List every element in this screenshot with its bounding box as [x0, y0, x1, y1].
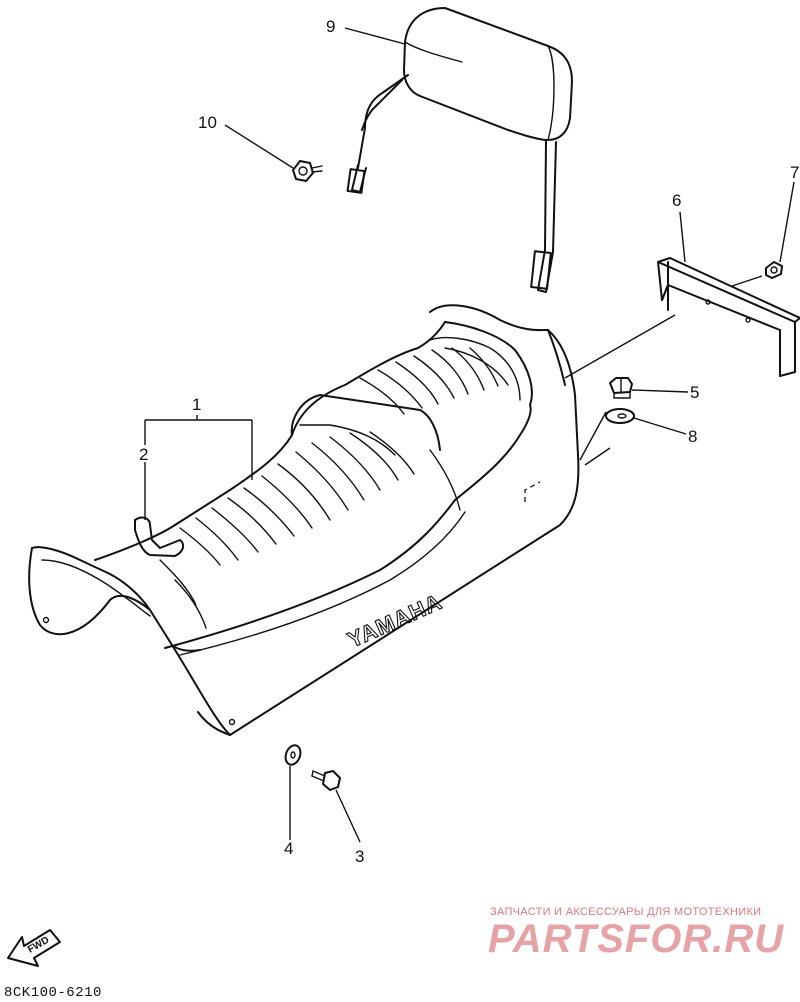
callout-6: 6 — [672, 191, 681, 210]
screw-part-7 — [765, 261, 783, 279]
seat-part-1 — [28, 304, 580, 736]
washer-part-4 — [284, 744, 302, 766]
backrest-part-9 — [346, 7, 573, 293]
callout-1: 1 — [192, 395, 201, 414]
screw-part-3 — [311, 770, 341, 791]
callout-3: 3 — [355, 847, 364, 866]
seat-brand-label: YAMAHA — [344, 589, 446, 653]
callout-4: 4 — [284, 839, 293, 858]
callout-2: 2 — [139, 445, 148, 464]
callout-8: 8 — [688, 427, 697, 446]
washer-part-8 — [605, 408, 635, 424]
callout-labels: 1 2 3 4 5 6 7 8 9 10 — [139, 17, 799, 866]
fwd-arrow: FWD — [7, 929, 61, 967]
callout-9: 9 — [326, 17, 335, 36]
watermark-brand: PARTSFOR.RU — [488, 917, 785, 961]
callout-10: 10 — [198, 113, 217, 132]
reference-code: 8CK100-6210 — [4, 985, 102, 1001]
callout-5: 5 — [690, 383, 699, 402]
bracket-part-6 — [657, 257, 800, 377]
bolt-part-10 — [292, 160, 323, 182]
watermark-caption: ЗАПЧАСТИ И АКСЕССУАРЫ ДЛЯ МОТОТЕХНИКИ — [490, 906, 762, 918]
nut-part-5 — [609, 377, 633, 399]
fwd-label: FWD — [26, 935, 51, 956]
leader-lines — [144, 27, 795, 843]
callout-7: 7 — [790, 163, 799, 182]
